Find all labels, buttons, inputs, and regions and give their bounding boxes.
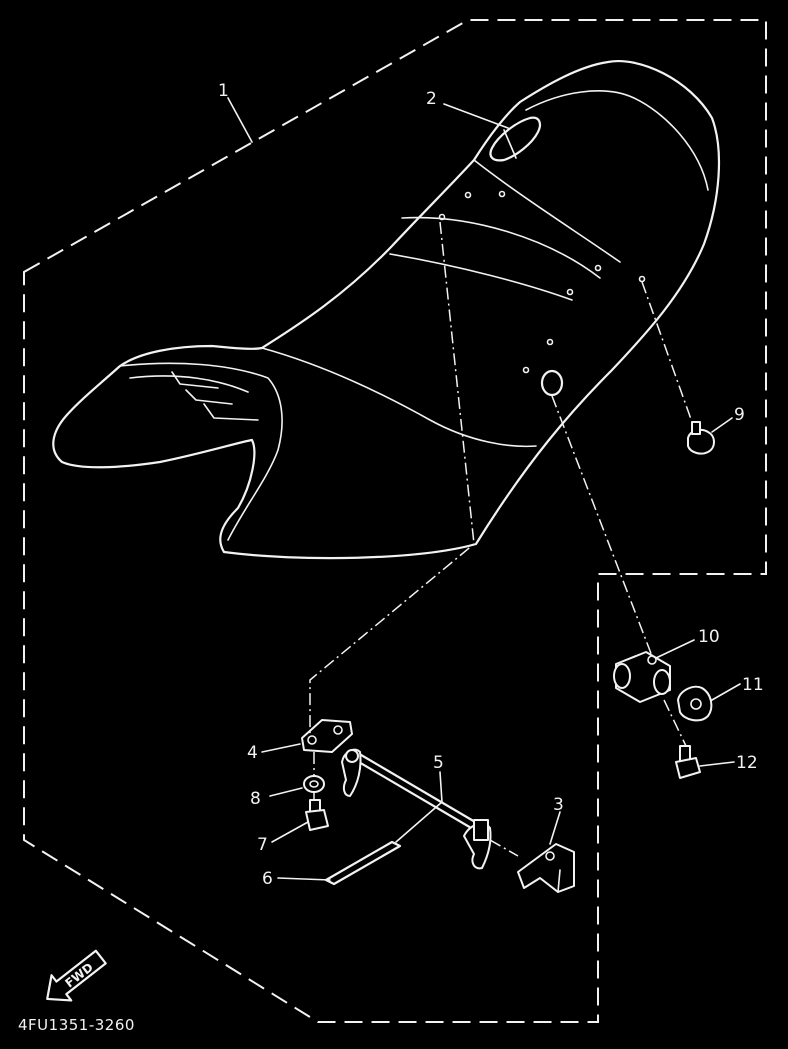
part-12-bolt[interactable] (675, 745, 701, 779)
part-2-clip[interactable] (489, 116, 541, 162)
callout-2: 2 (426, 89, 437, 109)
leader-2 (443, 103, 509, 129)
center-line-lock (551, 395, 653, 657)
callout-1: 1 (218, 81, 229, 101)
part-9-damper[interactable] (687, 421, 715, 455)
leader-1 (227, 97, 253, 143)
leader-6 (277, 877, 331, 881)
part-10-bracket[interactable] (613, 651, 671, 703)
callout-6: 6 (262, 869, 273, 889)
center-line-seat-front (309, 221, 475, 736)
part-4-stay[interactable] (301, 719, 353, 753)
forward-arrow-icon: FWD (46, 949, 107, 1002)
part-11-cap[interactable] (677, 685, 713, 722)
leader-9 (711, 417, 733, 433)
part-5-lock-shaft[interactable] (341, 748, 492, 870)
part-7-bolt[interactable] (305, 799, 329, 831)
seat[interactable] (52, 60, 721, 560)
callout-9: 9 (734, 405, 745, 425)
leader-5 (395, 771, 443, 843)
part-3-bracket[interactable] (517, 843, 575, 893)
leader-4 (261, 743, 301, 753)
assembly-boundary (23, 19, 767, 1023)
callout-7: 7 (257, 835, 268, 855)
callout-4: 4 (247, 743, 258, 763)
callout-5: 5 (433, 753, 444, 773)
callout-11: 11 (742, 675, 764, 695)
leader-10 (655, 639, 695, 659)
callout-12: 12 (736, 753, 758, 773)
center-line-damper (641, 281, 693, 423)
center-line-bracket (489, 839, 519, 857)
leader-3 (549, 811, 561, 845)
callout-8: 8 (250, 789, 261, 809)
leader-12 (699, 761, 735, 767)
leader-7 (271, 821, 309, 843)
callout-3: 3 (553, 795, 564, 815)
part-8-washer[interactable] (303, 775, 325, 793)
document-code: 4FU1351-3260 (18, 1016, 135, 1034)
part-6-rod[interactable] (324, 840, 402, 886)
leader-11 (711, 683, 741, 701)
callout-10: 10 (698, 627, 720, 647)
center-line-bolt-12 (663, 699, 687, 747)
leader-8 (269, 787, 303, 797)
